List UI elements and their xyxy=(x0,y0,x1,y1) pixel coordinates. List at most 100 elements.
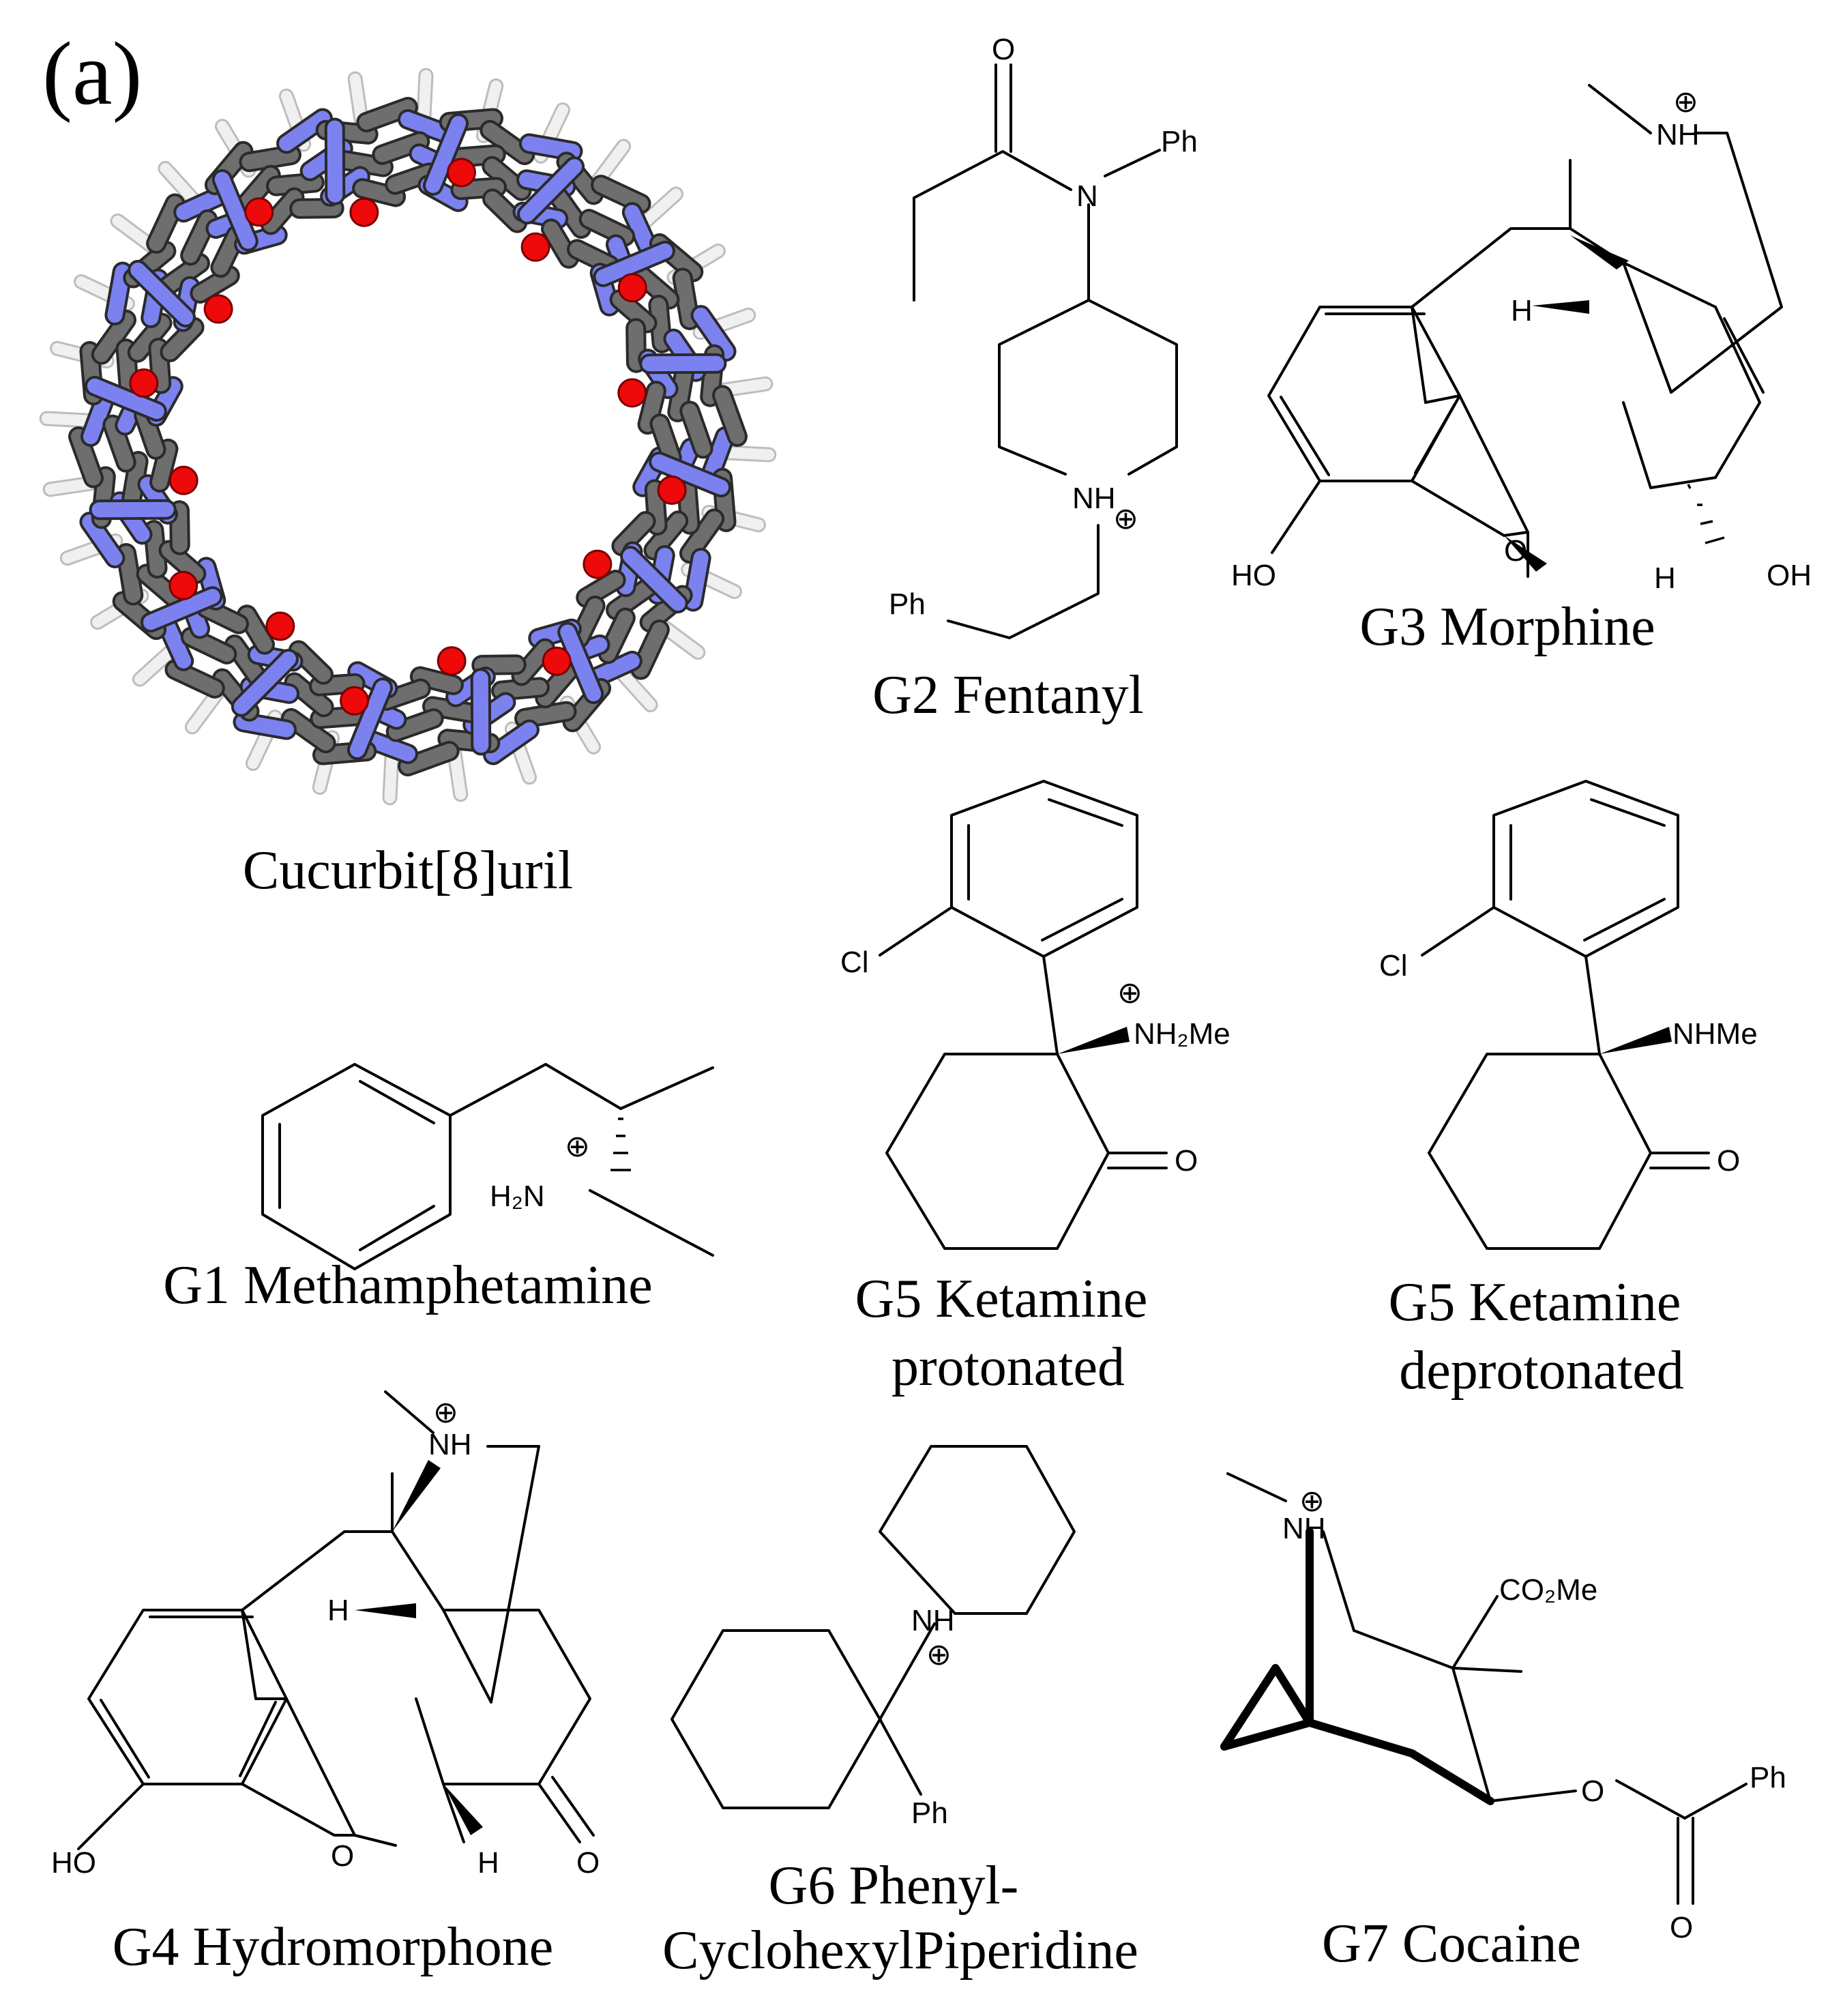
cb8-bond xyxy=(279,111,330,151)
ketamine-deprotonated-atom-o: O xyxy=(1717,1144,1740,1178)
cb8-bond xyxy=(679,477,698,532)
cb8-oxygen xyxy=(583,549,613,579)
cb8-bond xyxy=(338,153,391,175)
cb8-bond xyxy=(633,622,667,677)
fentanyl-atom-nh: NH xyxy=(1072,482,1116,515)
cb8-bond xyxy=(374,134,428,162)
hydromorphone-caption-line-1: G4 Hydromorphone xyxy=(113,1917,554,1977)
cb8-bond xyxy=(632,265,677,307)
morphine-atom-o: O xyxy=(1504,534,1527,568)
cb8-bond xyxy=(176,187,230,220)
cb8-bond xyxy=(161,255,207,293)
cocaine-atom-ph: Ph xyxy=(1750,1761,1786,1794)
cb8-bond xyxy=(146,523,165,576)
ketamine-protonated-atom-o: O xyxy=(1175,1144,1198,1178)
cb8-bond xyxy=(241,147,299,170)
cb8-bond xyxy=(614,514,653,554)
cb8-bond xyxy=(652,416,679,466)
phencyclidine-caption-line-2: CyclohexylPiperidine xyxy=(662,1920,1138,1981)
cb8-bond xyxy=(192,268,237,301)
cb8-crosslink xyxy=(214,172,256,249)
cb8-oxygen xyxy=(129,368,159,398)
ketamine-protonated-wedge xyxy=(1057,1027,1130,1054)
cucurbituril-3d-model: Cucurbit[8]uril xyxy=(39,68,777,901)
cb8-oxygen xyxy=(446,158,476,188)
cb8-bond xyxy=(162,319,202,360)
cb8-crosslink xyxy=(349,680,391,758)
cb8-bond xyxy=(581,211,633,244)
cb8-bond xyxy=(593,177,649,211)
hydromorphone-atom-ho: HO xyxy=(51,1846,96,1880)
hydromorphone-atom-h2: H xyxy=(477,1846,499,1880)
cb8-bond xyxy=(93,312,134,362)
cb8-bond xyxy=(158,615,192,669)
hydromorphone-wedge-2 xyxy=(355,1603,416,1618)
cb8-bond xyxy=(544,221,576,266)
cb8-bond xyxy=(647,482,665,534)
fentanyl-charge: ⊕ xyxy=(1113,502,1138,536)
hydromorphone-atom-o2: O xyxy=(576,1846,600,1880)
cb8-bond xyxy=(269,175,322,194)
cb8-crosslink xyxy=(87,378,164,420)
cb8-bond xyxy=(486,722,537,763)
cb8-bond xyxy=(453,179,505,198)
morphine-atom-h1: H xyxy=(1511,294,1533,327)
cb8-bond xyxy=(675,270,697,327)
structure-cocaine: ⊕ NH CO₂Me O Ph O G7 Cocaine xyxy=(1220,1472,1786,1974)
hydromorphone-atom-h1: H xyxy=(327,1594,349,1627)
cb8-bond xyxy=(484,158,529,199)
cb8-bond xyxy=(119,546,141,603)
morphine-atom-oh: OH xyxy=(1767,559,1812,592)
svg-text:G6 Phenyl- CyclohexylPip: G6 Phenyl- CyclohexylPiperidine xyxy=(662,1856,1138,1981)
ketamine-protonated-charge: ⊕ xyxy=(1117,976,1142,1010)
cb8-oxygen xyxy=(542,646,572,676)
cb8-bond xyxy=(263,190,302,233)
cb8-oxygen xyxy=(168,570,198,600)
svg-text:G2 Fentanyl: G2 Fentanyl xyxy=(872,665,1144,725)
cocaine-atom-o2: O xyxy=(1670,1911,1693,1944)
cb8-bond xyxy=(283,710,334,751)
cb8-bond xyxy=(124,454,146,507)
cb8-crosslink xyxy=(520,159,583,222)
cb8-bond xyxy=(149,196,183,251)
cb8-bond xyxy=(387,165,437,192)
cb8-oxygen xyxy=(617,273,647,303)
cb8-bond xyxy=(355,181,404,205)
hydromorphone-atom-nh: NH xyxy=(428,1428,472,1461)
cb8-bond xyxy=(118,341,137,396)
cb8-bond xyxy=(412,669,461,692)
cb8-oxygen xyxy=(657,475,687,505)
cb8-oxygen xyxy=(244,197,274,227)
cb8-oxygen xyxy=(340,686,370,716)
cb8-bond xyxy=(291,643,331,682)
cb8-oxygen xyxy=(265,611,295,641)
structure-methamphetamine: H₂N ⊕ G1 Methamphetamine xyxy=(163,1063,714,1315)
methamphetamine-charge: ⊕ xyxy=(565,1130,590,1163)
morphine-atom-h2: H xyxy=(1654,561,1676,595)
cb8-bond xyxy=(640,383,664,433)
cb8-bond xyxy=(152,441,176,490)
morphine-atom-nh: NH xyxy=(1656,118,1700,151)
cb8-bond xyxy=(136,407,164,457)
cb8-crosslink xyxy=(622,549,686,611)
fentanyl-atom-n: N xyxy=(1076,179,1098,213)
cb8-bond xyxy=(681,511,722,561)
cb8-bond xyxy=(213,227,244,276)
cb8-bond xyxy=(521,136,580,159)
hydromorphone-charge: ⊕ xyxy=(433,1396,458,1429)
cb8-oxygen xyxy=(437,646,467,676)
methamphetamine-atom-n: H₂N xyxy=(490,1180,545,1213)
cb8-bond xyxy=(474,657,524,673)
cb8-bond xyxy=(183,629,235,662)
methamphetamine-hash-bond xyxy=(610,1117,631,1171)
morphine-caption-line-1: G3 Morphine xyxy=(1359,597,1655,657)
fentanyl-caption-line-1: G2 Fentanyl xyxy=(872,665,1144,725)
cb8-bond xyxy=(586,653,640,686)
panel-label: (a) xyxy=(42,23,143,123)
structure-fentanyl: O N Ph NH ⊕ Ph G2 Fentanyl xyxy=(872,33,1198,725)
cb8-bond xyxy=(172,503,188,553)
cb8-bond xyxy=(138,566,184,608)
cb8-bond xyxy=(485,191,525,231)
morphine-wedge-2 xyxy=(1532,300,1589,314)
ketamine-deprotonated-caption-line-2: deprotonated xyxy=(1399,1341,1684,1401)
